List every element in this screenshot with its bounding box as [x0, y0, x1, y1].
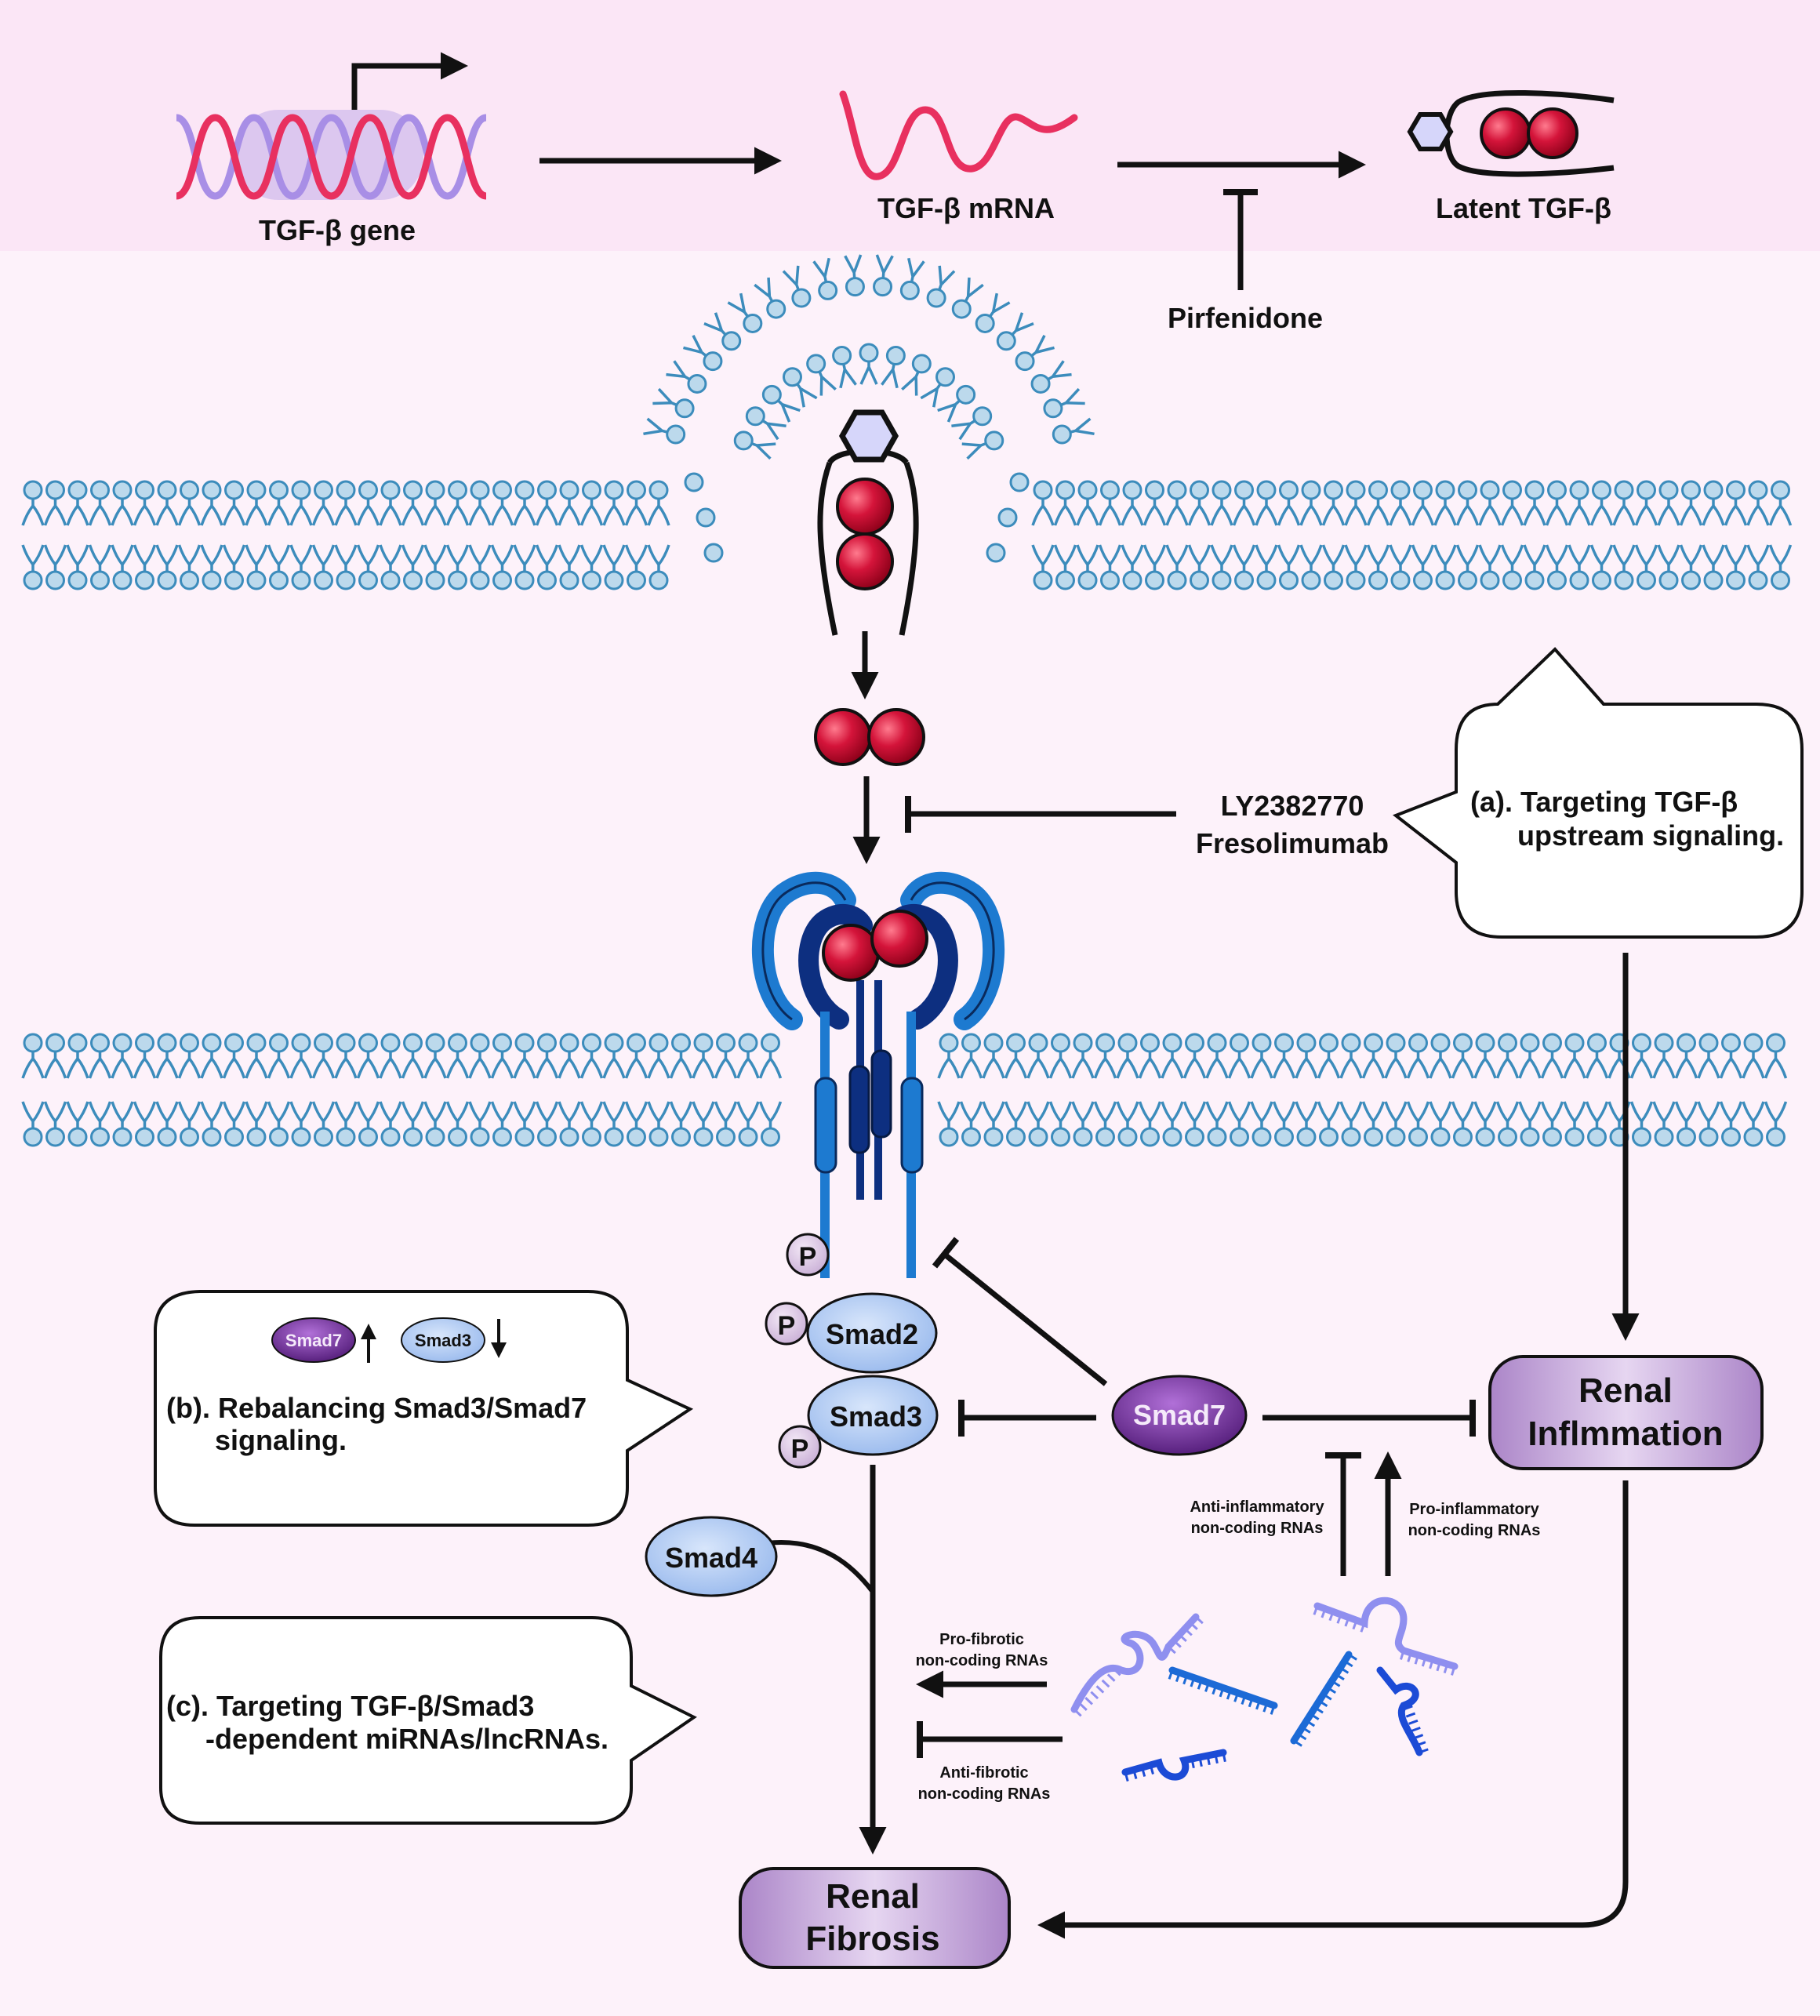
svg-text:Smad3: Smad3 — [830, 1400, 922, 1433]
membrane-vesicle — [643, 254, 1095, 563]
phosphate-smad2: P — [765, 1302, 808, 1346]
anti-inflammatory-label-1: Anti-inflammatory — [1190, 1498, 1324, 1516]
tgf-beta-receptor-complex — [751, 871, 1005, 1278]
non-coding-rna-cluster — [1070, 1596, 1459, 1782]
latent-tgf-label: Latent TGF-β — [1436, 192, 1611, 224]
callout-b-line1: (b). Rebalancing Smad3/Smad7 — [166, 1392, 587, 1424]
svg-text:Inflmmation: Inflmmation — [1528, 1415, 1723, 1453]
svg-text:Renal: Renal — [826, 1877, 920, 1916]
svg-text:Smad2: Smad2 — [826, 1318, 918, 1350]
smad3: Smad3 — [807, 1375, 939, 1456]
callout-c-line1: (c). Targeting TGF-β/Smad3 — [166, 1690, 534, 1722]
callout-a-line2: upstream signaling. — [1517, 819, 1784, 852]
smad2: Smad2 — [806, 1292, 938, 1374]
ly2382770-label: LY2382770 — [1221, 790, 1364, 822]
callout-c-box — [159, 1616, 697, 1825]
pro-fibrotic-label-1: Pro-fibrotic — [939, 1631, 1024, 1648]
smad7-receptor-inhibition-line — [943, 1252, 1108, 1386]
cell-membrane-lower — [21, 1033, 1788, 1147]
smad7-receptor-inhibition-bar — [932, 1237, 960, 1269]
tgf-mrna-label: TGF-β mRNA — [877, 192, 1055, 224]
pro-fibrotic-label-2: non-coding RNAs — [916, 1652, 1048, 1669]
cell-membrane-upper — [21, 480, 1793, 590]
svg-text:P: P — [791, 1434, 809, 1464]
svg-text:Smad3: Smad3 — [415, 1331, 471, 1350]
tgf-mrna-icon — [839, 90, 1078, 180]
pirfenidone-label: Pirfenidone — [1168, 302, 1323, 334]
svg-text:Smad7: Smad7 — [1133, 1399, 1226, 1431]
anti-fibrotic-label-1: Anti-fibrotic — [939, 1764, 1028, 1782]
renal-inflammation-box: Renal Inflmmation — [1488, 1355, 1764, 1470]
svg-text:Smad7: Smad7 — [285, 1331, 342, 1350]
anti-inflammatory-label-2: non-coding RNAs — [1191, 1520, 1324, 1537]
latent-complex-in-membrane — [817, 409, 919, 636]
fresolimumab-label: Fresolimumab — [1196, 827, 1389, 859]
smad7: Smad7 — [1111, 1375, 1248, 1456]
tgf-gene-label: TGF-β gene — [259, 214, 416, 246]
callout-a-box — [1392, 647, 1804, 939]
callout-b-line2: signaling. — [215, 1424, 347, 1456]
smad4-connector — [766, 1539, 875, 1593]
svg-text:Fibrosis: Fibrosis — [805, 1920, 939, 1958]
svg-text:Smad4: Smad4 — [665, 1542, 757, 1574]
phosphate-receptor: P — [786, 1233, 830, 1277]
svg-text:P: P — [799, 1242, 817, 1272]
svg-text:Renal: Renal — [1578, 1371, 1673, 1410]
svg-text:P: P — [778, 1311, 796, 1341]
phosphate-smad3: P — [778, 1425, 822, 1469]
active-tgf-beta-dimer — [814, 708, 925, 766]
renal-fibrosis-box: Renal Fibrosis — [739, 1867, 1011, 1969]
tgf-beta-gene-icon — [175, 52, 488, 200]
callout-b-smad3-down: Smad3 — [401, 1317, 507, 1363]
callout-b-smad7-up: Smad7 — [271, 1317, 376, 1363]
pro-inflammatory-label-1: Pro-inflammatory — [1409, 1501, 1539, 1518]
callout-a-line1: (a). Targeting TGF-β — [1470, 786, 1738, 818]
smad4: Smad4 — [645, 1516, 778, 1597]
latent-tgf-beta-icon — [1407, 89, 1615, 177]
pro-inflammatory-label-2: non-coding RNAs — [1408, 1522, 1541, 1539]
anti-fibrotic-label-2: non-coding RNAs — [918, 1785, 1051, 1803]
arrow-inflammation-to-fibrosis — [1037, 1480, 1629, 1939]
callout-c-line2: -dependent miRNAs/lncRNAs. — [205, 1723, 608, 1755]
